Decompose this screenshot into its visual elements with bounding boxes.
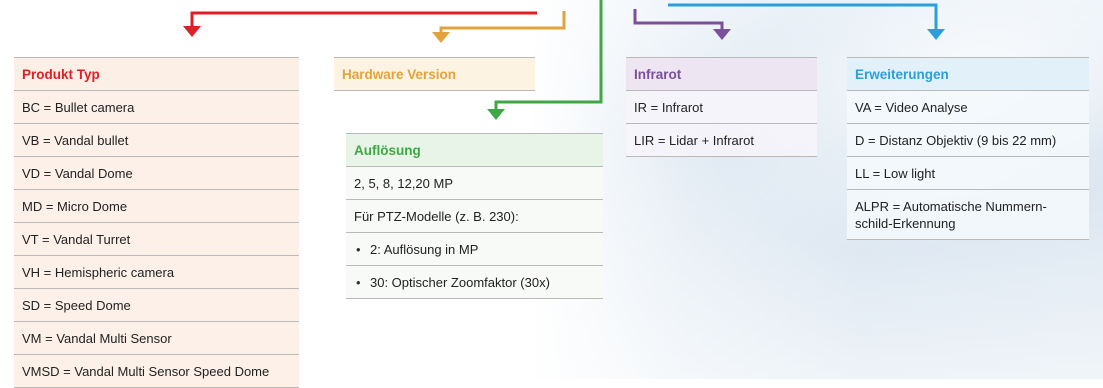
erweiterungen-row: VA = Video Analyse — [847, 90, 1089, 123]
arrow-infrarot — [633, 9, 731, 40]
infrarot-table: Infrarot IR = Infrarot LIR = Lidar + Inf… — [626, 57, 817, 157]
produkt-typ-row: VT = Vandal Turret — [14, 222, 299, 255]
produkt-typ-row: VB = Vandal bullet — [14, 123, 299, 156]
bullet-dot-icon: • — [356, 242, 361, 257]
produkt-typ-row: BC = Bullet camera — [14, 90, 299, 123]
aufloesung-header: Auflösung — [346, 133, 603, 166]
arrow-aufloesung — [487, 0, 603, 120]
produkt-typ-row: SD = Speed Dome — [14, 288, 299, 321]
produkt-typ-row: VH = Hemispheric camera — [14, 255, 299, 288]
aufloesung-row: Für PTZ-Modelle (z. B. 230): — [346, 199, 603, 232]
erweiterungen-row: D = Distanz Objektiv (9 bis 22 mm) — [847, 123, 1089, 156]
produkt-typ-row: VMSD = Vandal Multi Sensor Speed Dome — [14, 354, 299, 388]
hardware-version-table: Hardware Version — [334, 57, 535, 91]
aufloesung-bullet-text: 2: Auflösung in MP — [370, 242, 479, 257]
erweiterungen-row: LL = Low light — [847, 156, 1089, 189]
aufloesung-bullet-row: • 2: Auflösung in MP — [346, 232, 603, 265]
aufloesung-bullet-row: • 30: Optischer Zoomfaktor (30x) — [346, 265, 603, 299]
erweiterungen-table: Erweiterungen VA = Video Analyse D = Dis… — [847, 57, 1089, 240]
arrow-hardware-version — [432, 11, 566, 43]
aufloesung-bullet-text: 30: Optischer Zoomfaktor (30x) — [370, 275, 550, 290]
aufloesung-row: 2, 5, 8, 12,20 MP — [346, 166, 603, 199]
infrarot-row: IR = Infrarot — [626, 90, 817, 123]
produkt-typ-row: MD = Micro Dome — [14, 189, 299, 222]
arrow-erweiterungen — [668, 3, 945, 40]
produkt-typ-row: VD = Vandal Dome — [14, 156, 299, 189]
erweiterungen-header: Erweiterungen — [847, 57, 1089, 90]
produkt-typ-row: VM = Vandal Multi Sensor — [14, 321, 299, 354]
produkt-typ-header: Produkt Typ — [14, 57, 299, 90]
aufloesung-table: Auflösung 2, 5, 8, 12,20 MP Für PTZ-Mode… — [346, 133, 603, 299]
infrarot-header: Infrarot — [626, 57, 817, 90]
bullet-dot-icon: • — [356, 275, 361, 290]
arrow-produkt-typ — [183, 11, 537, 37]
connector-arrows — [183, 0, 945, 120]
erweiterungen-row: ALPR = Automatische Nummern-schild-Erken… — [847, 189, 1089, 240]
hardware-version-header: Hardware Version — [334, 57, 535, 91]
infrarot-row: LIR = Lidar + Infrarot — [626, 123, 817, 157]
produkt-typ-table: Produkt Typ BC = Bullet camera VB = Vand… — [14, 57, 299, 388]
